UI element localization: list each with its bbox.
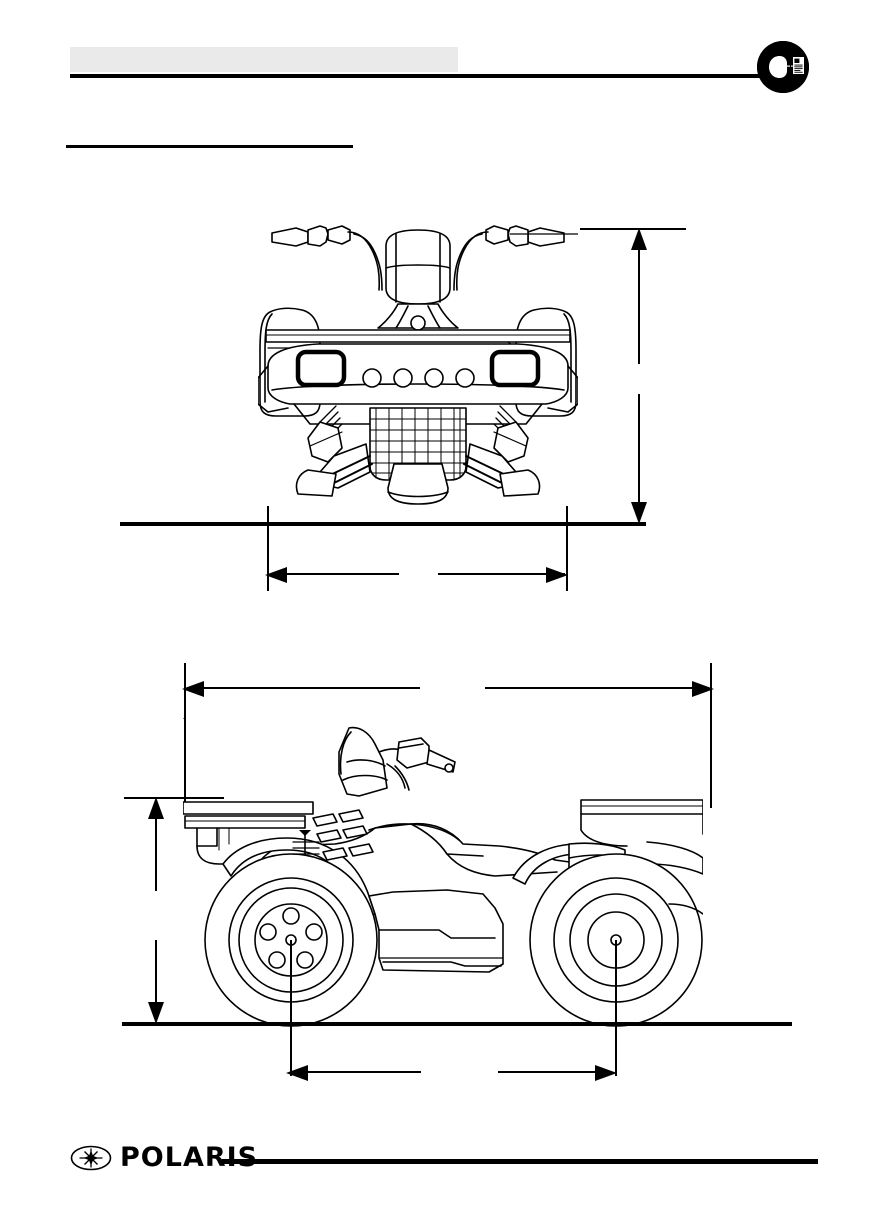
length-left-extension-line [184, 663, 186, 808]
width-right-extension-line [566, 506, 568, 591]
polaris-compass-star-icon [70, 1145, 112, 1170]
wheelbase-arrow-shaft-right [498, 1071, 611, 1073]
atv-side-view-illustration [183, 718, 703, 1030]
length-arrowhead-right [692, 681, 714, 697]
front-view-height-label [628, 364, 650, 394]
wheelbase-arrowhead-right [595, 1065, 617, 1081]
front-wheel-centerline [615, 940, 617, 1076]
wheelbase-arrowhead-left [286, 1065, 308, 1081]
length-arrow-shaft-right [485, 687, 707, 689]
height-arrow-shaft-upper [638, 232, 640, 364]
polaris-wordmark: POLARIS [120, 1142, 259, 1173]
length-arrow-shaft-left [190, 687, 420, 689]
width-left-extension-line [267, 506, 269, 591]
height-upper-extension-line [580, 228, 686, 230]
header-title-box [70, 47, 458, 72]
side-height-arrow-shaft-lower [155, 940, 157, 1020]
length-arrowhead-left [182, 681, 204, 697]
width-arrowhead-right [546, 567, 568, 583]
length-right-extension-line [710, 663, 712, 808]
atv-front-view-illustration [258, 216, 578, 528]
side-view-ground-line [122, 1022, 792, 1026]
side-view-length-label [420, 680, 485, 696]
front-view-width-label [399, 566, 438, 582]
width-arrow-shaft-left [272, 573, 399, 575]
person-reading-manual-icon [757, 41, 809, 93]
side-view-wheelbase-label [421, 1064, 498, 1080]
side-height-arrowhead-top [148, 797, 164, 819]
front-view-ground-line [120, 522, 646, 526]
side-height-arrow-shaft-upper [155, 801, 157, 891]
height-arrow-shaft-lower [638, 393, 640, 519]
width-arrowhead-left [265, 567, 287, 583]
height-arrowhead-bottom [631, 502, 647, 524]
height-arrowhead-top [631, 228, 647, 250]
section-heading-rule [66, 145, 353, 148]
wheelbase-arrow-shaft-left [295, 1071, 421, 1073]
side-height-arrowhead-bottom [148, 1002, 164, 1024]
header-rule [70, 74, 776, 78]
footer-brand-logo: POLARIS [70, 1142, 258, 1173]
side-view-height-label [145, 891, 167, 939]
width-arrow-shaft-right [438, 573, 565, 575]
footer-rule [222, 1159, 818, 1164]
chapter-badge [757, 41, 809, 93]
rear-wheel-centerline [290, 940, 292, 1076]
side-height-upper-extension-line [124, 797, 224, 799]
